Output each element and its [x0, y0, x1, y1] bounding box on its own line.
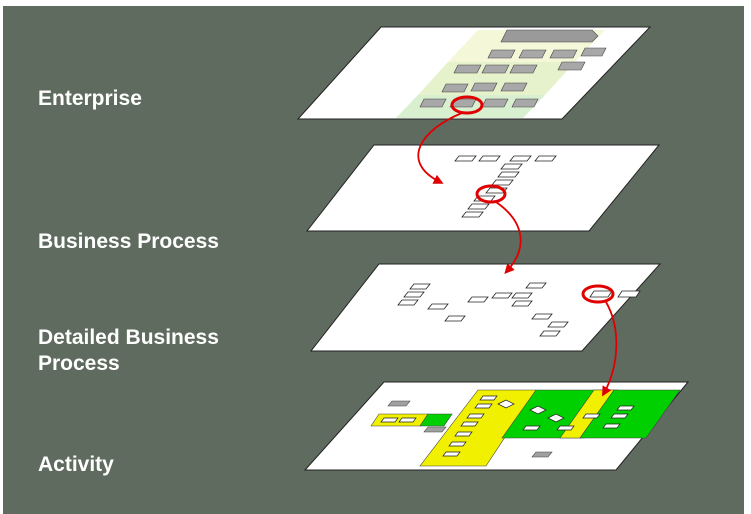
- activity-gray-box-bottom: [531, 451, 553, 458]
- enterprise-boxes: [419, 47, 607, 108]
- plane-detailed-business-process: [309, 263, 662, 352]
- highlight-ring-detailed-process: [581, 284, 615, 304]
- drilldown-arrow-1: [417, 112, 463, 184]
- activity-yellow-lane-left: [370, 413, 429, 427]
- detailed-label-line-2: Process: [38, 352, 120, 375]
- activity-green-lane-left: [419, 413, 453, 427]
- layer-label-activity: Activity: [38, 453, 114, 476]
- plane-enterprise: [296, 26, 652, 120]
- detailed-label-line-1: Detailed Business: [38, 326, 219, 349]
- drilldown-arrow-2: [495, 201, 522, 274]
- activity-yellow-lane-center: [419, 389, 537, 467]
- activity-gray-box-left: [423, 426, 447, 433]
- layer-label-enterprise: Enterprise: [38, 87, 142, 110]
- layer-label-detailed-business-process: Detailed Business Process: [38, 325, 219, 377]
- highlight-ring-enterprise: [450, 95, 484, 115]
- layer-label-business-process: Business Process: [38, 230, 219, 253]
- drilldown-arrow-3: [602, 301, 618, 397]
- detailed-process-boxes: [397, 282, 641, 337]
- activity-gray-box-top: [387, 400, 411, 407]
- highlight-ring-business-process: [475, 184, 507, 204]
- plane-activity: [303, 381, 690, 471]
- activity-boxes: [380, 395, 635, 457]
